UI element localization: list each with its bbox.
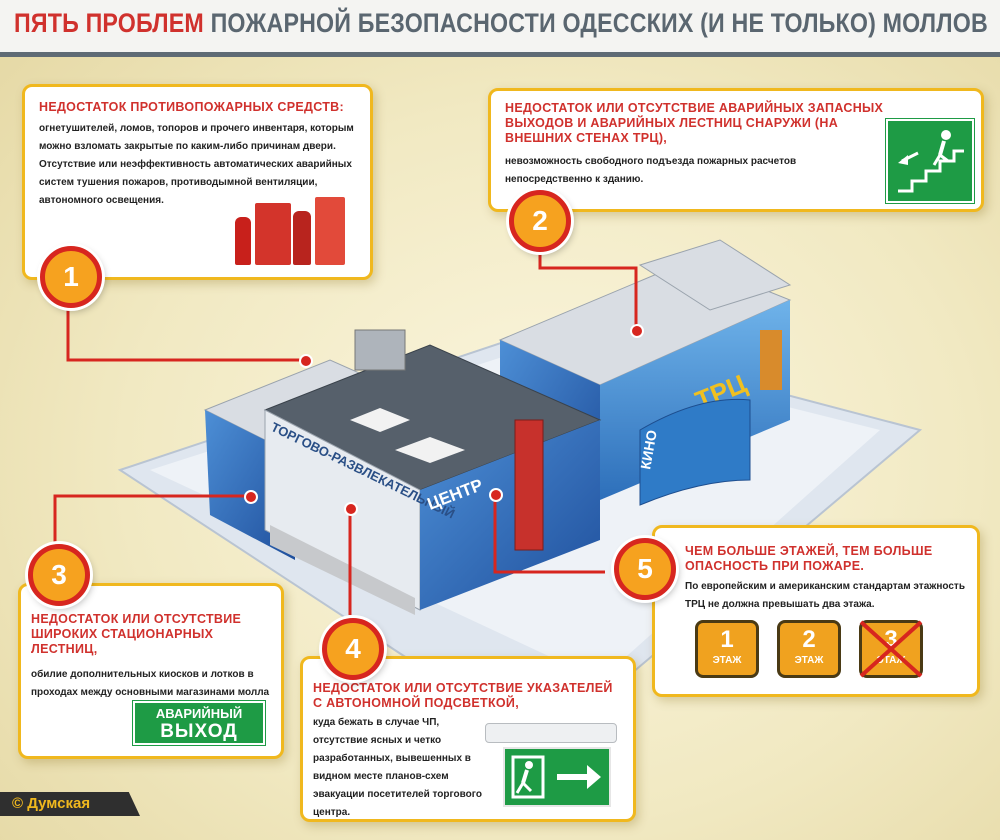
problem-box-4: НЕДОСТАТОК ИЛИ ОТСУТСТВИЕ УКАЗАТЕЛЕЙ С А… — [300, 656, 636, 822]
roof-skylight-2 — [395, 437, 465, 463]
shopfront-strip — [270, 525, 415, 615]
credit-text: © Думская — [12, 795, 91, 812]
connector-3 — [53, 494, 250, 545]
number-badge-1: 1 — [40, 246, 102, 308]
floor-1-number: 1 — [720, 626, 734, 653]
cinema-cylinder — [639, 398, 751, 506]
floor-2-number: 2 — [802, 626, 816, 653]
number-badge-5: 5 — [614, 538, 676, 600]
marker-dot-3 — [244, 490, 258, 504]
number-badge-4: 4 — [322, 618, 384, 680]
floor-2-badge: 2 ЭТАЖ — [777, 620, 841, 678]
connector-2 — [538, 238, 638, 330]
credit-bar: © Думская — [0, 792, 140, 816]
exit-lamp-housing — [485, 723, 617, 743]
marker-dot-4 — [344, 502, 358, 516]
title-red-part: ПЯТЬ ПРОБЛЕМ — [14, 8, 204, 38]
floor-3-badge: 3 ЭТАЖ — [859, 620, 923, 678]
problem-5-heading: ЧЕМ БОЛЬШЕ ЭТАЖЕЙ, ТЕМ БОЛЬШЕ ОПАСНОСТЬ … — [685, 544, 933, 573]
header: ПЯТЬ ПРОБЛЕМ ПОЖАРНОЙ БЕЗОПАСНОСТИ ОДЕСС… — [0, 0, 1000, 52]
problem-3-text: обилие дополнительных киосков и лотков в… — [31, 669, 270, 698]
fire-equipment-icon — [235, 197, 355, 269]
marker-dot-5 — [489, 488, 503, 502]
problem-box-5: ЧЕМ БОЛЬШЕ ЭТАЖЕЙ, ТЕМ БОЛЬШЕ ОПАСНОСТЬ … — [652, 525, 980, 697]
problem-1-text: огнетушителей, ломов, топоров и прочего … — [39, 123, 354, 206]
floor-1-badge: 1 ЭТАЖ — [695, 620, 759, 678]
floor-2-label: ЭТАЖ — [794, 655, 824, 666]
exit-sign-line-2: ВЫХОД — [160, 721, 238, 742]
trc-roof-upper — [638, 239, 792, 311]
problem-4-text: куда бежать в случае ЧП, отсутствие ясны… — [313, 717, 482, 818]
problem-4-heading: НЕДОСТАТОК ИЛИ ОТСУТСТВИЕ УКАЗАТЕЛЕЙ С А… — [313, 681, 613, 710]
problem-2-text: невозможность свободного подъезда пожарн… — [505, 156, 797, 185]
number-badge-2: 2 — [509, 190, 571, 252]
number-badge-3: 3 — [28, 544, 90, 606]
problem-2-heading: НЕДОСТАТОК ИЛИ ОТСУТСТВИЕ АВАРИЙНЫХ ЗАПА… — [505, 101, 884, 145]
connector-1 — [66, 298, 305, 362]
emergency-exit-sign: АВАРИЙНЫЙ ВЫХОД — [133, 701, 265, 745]
center-wall-right — [420, 420, 600, 610]
marker-dot-1 — [299, 354, 313, 368]
problem-1-heading: НЕДОСТАТОК ПРОТИВОПОЖАРНЫХ СРЕДСТВ: — [39, 100, 344, 114]
floor-3-label: ЭТАЖ — [876, 655, 906, 666]
page-title: ПЯТЬ ПРОБЛЕМ ПОЖАРНОЙ БЕЗОПАСНОСТИ ОДЕСС… — [14, 8, 988, 39]
running-man-exit-icon — [503, 747, 611, 807]
connector-5 — [493, 495, 605, 574]
kino-sign: КИНО — [637, 429, 660, 471]
header-divider — [0, 52, 1000, 57]
problem-box-2: НЕДОСТАТОК ИЛИ ОТСУТСТВИЕ АВАРИЙНЫХ ЗАПА… — [488, 88, 984, 212]
cross-out-icon — [859, 620, 923, 678]
pylon-sign — [514, 419, 544, 551]
stairs-exit-icon — [886, 119, 974, 203]
problem-5-text: По европейским и американским стандартам… — [685, 581, 965, 610]
marker-dot-2 — [630, 324, 644, 338]
problem-3-heading: НЕДОСТАТОК ИЛИ ОТСУТСТВИЕ ШИРОКИХ СТАЦИО… — [31, 612, 242, 656]
problem-box-3: НЕДОСТАТОК ИЛИ ОТСУТСТВИЕ ШИРОКИХ СТАЦИО… — [18, 583, 284, 759]
exit-sign-line-1: АВАРИЙНЫЙ — [155, 706, 243, 721]
trc-poster — [760, 330, 782, 390]
roof-skylight-1 — [350, 408, 410, 432]
roof-unit — [354, 329, 406, 371]
title-gray-part: ПОЖАРНОЙ БЕЗОПАСНОСТИ ОДЕССКИХ (И НЕ ТОЛ… — [210, 8, 988, 38]
floor-1-label: ЭТАЖ — [712, 655, 742, 666]
